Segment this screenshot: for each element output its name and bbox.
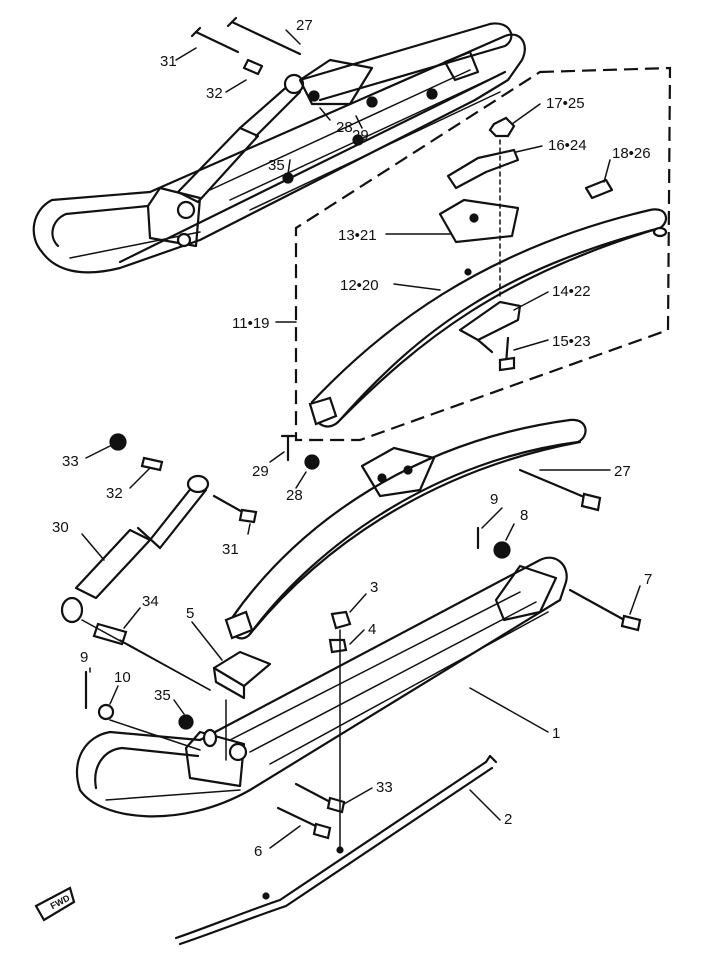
assembled-ski-top: [32, 16, 526, 274]
callout-17-25: 17•25: [546, 95, 585, 112]
callout-15-23: 15•23: [552, 333, 591, 350]
callout-34: 34: [142, 593, 159, 610]
leaf-spring-assembly: [308, 116, 668, 428]
callout-33-low: 33: [376, 779, 393, 796]
callout-7: 7: [644, 571, 652, 588]
callout-33-left: 33: [62, 453, 79, 470]
callout-11-19: 11•19: [232, 315, 270, 332]
callout-2: 2: [504, 811, 512, 828]
callout-4: 4: [368, 621, 376, 638]
callout-32-top: 32: [206, 85, 223, 102]
callout-8: 8: [520, 507, 528, 524]
lower-ski-body: [75, 526, 642, 851]
callout-29-top: 29: [352, 127, 369, 144]
callout-31-top: 31: [160, 53, 177, 70]
forward-direction-badge: FWD: [34, 886, 76, 922]
callout-28-top: 28: [336, 119, 353, 136]
callout-18-26: 18•26: [612, 145, 651, 162]
callout-35-top: 35: [268, 157, 285, 174]
callout-5: 5: [186, 605, 194, 622]
callout-27-top: 27: [296, 17, 313, 34]
callout-1: 1: [552, 725, 560, 742]
callout-16-24: 16•24: [548, 137, 587, 154]
callout-30: 30: [52, 519, 69, 536]
callout-13-21: 13•21: [338, 227, 377, 244]
runner-wear-bar: [174, 754, 498, 946]
callout-32-left: 32: [106, 485, 123, 502]
callout-3: 3: [370, 579, 378, 596]
callout-12-20: 12•20: [340, 277, 379, 294]
callout-9-left: 9: [80, 649, 88, 666]
callout-27-mid: 27: [614, 463, 631, 480]
callout-28-mid: 28: [286, 487, 303, 504]
callout-6: 6: [254, 843, 262, 860]
callout-14-22: 14•22: [552, 283, 591, 300]
middle-leaf-spring: [224, 418, 602, 640]
leader-lines: [81, 29, 641, 849]
callout-9-right: 9: [490, 491, 498, 508]
callout-29-mid: 29: [252, 463, 269, 480]
callout-10: 10: [114, 669, 131, 686]
callout-35-low: 35: [154, 687, 171, 704]
callout-31-mid: 31: [222, 541, 239, 558]
shock-absorber: [60, 433, 258, 646]
spring-kit-dashed-boundary: [294, 66, 672, 442]
part-callouts: 27 31 32 28 29 35 17•25 16•24 18•26 13•2…: [52, 17, 652, 860]
